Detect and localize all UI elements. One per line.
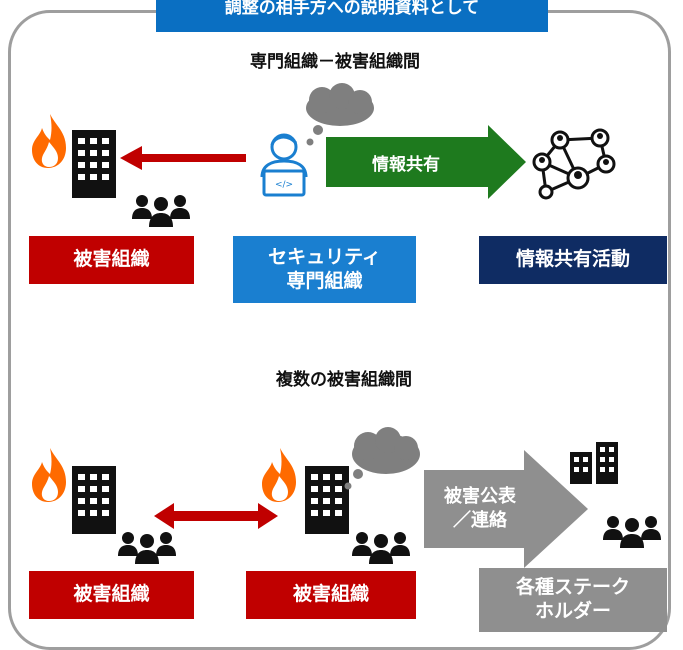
building-icon: [305, 466, 349, 534]
arrow-info-sharing: [326, 125, 526, 199]
title-text: 調整の相手方への説明資料として: [224, 0, 480, 18]
fire-icon: [262, 448, 296, 502]
arrow-disclosure-label: 被害公表 ／連絡: [444, 485, 516, 531]
buildings-icon: [570, 442, 618, 484]
svg-text:</>: </>: [275, 180, 293, 190]
title-banner: 調整の相手方への説明資料として: [156, 0, 548, 32]
victim-org-box: 被害組織: [29, 236, 194, 284]
arrow-to-victim: [120, 146, 246, 170]
fire-icon: [32, 114, 66, 168]
info-sharing-activity-box: 情報共有活動: [479, 236, 667, 284]
person-laptop-icon: </>: [260, 133, 308, 197]
people-icon: [132, 195, 190, 227]
section1-heading: 専門組織－被害組織間: [250, 52, 420, 72]
fire-icon: [32, 448, 66, 502]
arrow-disclosure: [424, 450, 588, 568]
building-icon: [72, 130, 116, 198]
thought-cloud-icon: [344, 427, 420, 490]
arrow-between-victims: [154, 503, 278, 529]
victim-org-b-box: 被害組織: [246, 571, 416, 619]
section2-heading: 複数の被害組織間: [276, 370, 412, 390]
people-icon: [118, 532, 176, 564]
security-expert-org-box: セキュリティ 専門組織: [233, 236, 416, 303]
arrow-info-sharing-label: 情報共有: [372, 154, 440, 175]
people-icon: [603, 516, 661, 548]
people-icon: [352, 532, 410, 564]
building-icon: [72, 466, 116, 534]
network-icon: [532, 128, 616, 200]
victim-org-a-box: 被害組織: [29, 571, 194, 619]
thought-cloud-icon: [306, 83, 374, 146]
stakeholders-box: 各種ステーク ホルダー: [479, 568, 667, 632]
